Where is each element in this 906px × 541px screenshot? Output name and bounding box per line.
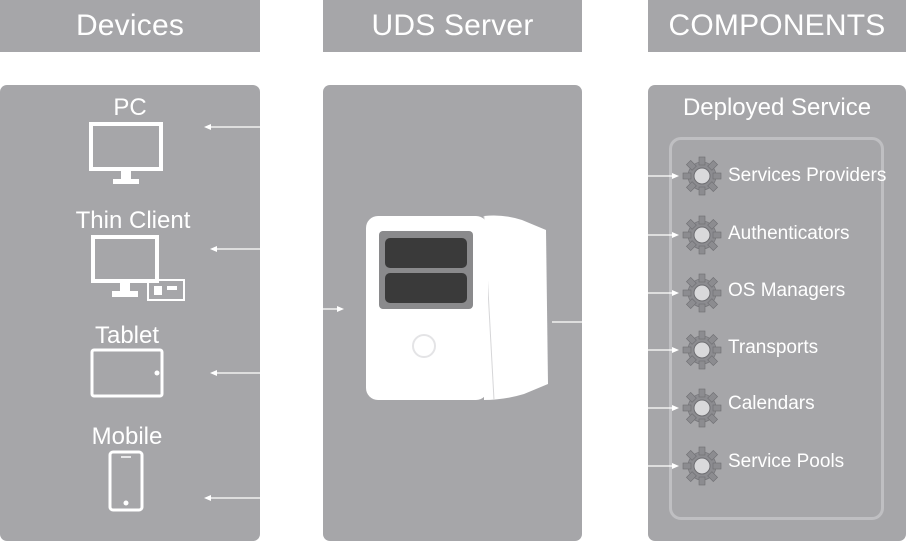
device-label-thin-client: Thin Client (75, 207, 191, 234)
device-label-tablet: Tablet (94, 322, 160, 349)
device-label-pc: PC (113, 94, 147, 121)
monitor-icon (89, 122, 163, 184)
devices-header: Devices (0, 0, 260, 52)
tablet-icon (90, 348, 164, 398)
gear-icon-services-providers (682, 156, 722, 196)
mobile-icon (108, 450, 144, 512)
component-label-transports: Transports (728, 337, 819, 358)
component-label-service-pools: Service Pools (728, 451, 845, 472)
component-label-services-providers: Services Providers (728, 165, 887, 186)
device-label-mobile: Mobile (91, 423, 163, 450)
component-label-calendars: Calendars (728, 393, 815, 414)
server-icon (366, 215, 548, 401)
thin-client-icon (91, 235, 185, 301)
gear-icon-transports (682, 330, 722, 370)
gear-icon-calendars (682, 388, 722, 428)
gear-icon-authenticators (682, 215, 722, 255)
components-header: COMPONENTS (648, 0, 906, 52)
component-label-authenticators: Authenticators (728, 223, 850, 244)
gear-icon-os-managers (682, 273, 722, 313)
server-header: UDS Server (323, 0, 582, 52)
devices-panel (0, 85, 260, 541)
component-label-os-managers: OS Managers (728, 280, 846, 301)
gear-icon-service-pools (682, 446, 722, 486)
deployed-service-title: Deployed Service (682, 94, 872, 121)
